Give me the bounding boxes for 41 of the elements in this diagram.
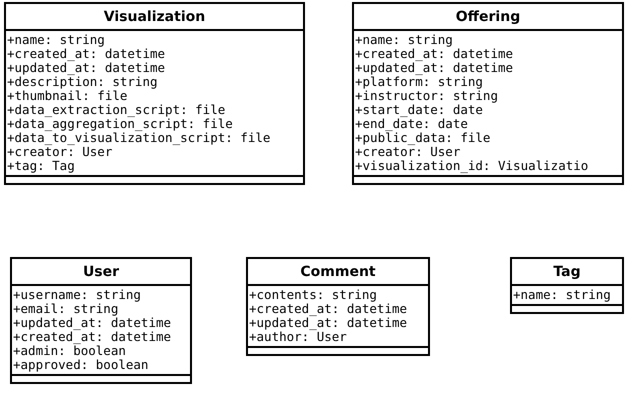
attribute: +created_at: datetime <box>7 47 166 61</box>
attribute: +updated_at: datetime <box>7 61 166 75</box>
attribute: +tag: Tag <box>7 159 75 173</box>
attribute: +creator: User <box>7 145 112 159</box>
attribute: +name: string <box>355 33 453 47</box>
class-box <box>352 2 624 185</box>
attribute: +email: string <box>13 302 118 316</box>
attribute: +end_date: date <box>355 117 468 131</box>
class-box <box>10 257 192 384</box>
class-box <box>246 257 430 356</box>
class-name: Comment <box>300 262 376 280</box>
attribute: +updated_at: datetime <box>249 316 408 330</box>
attribute: +public_data: file <box>355 131 490 145</box>
attribute: +data_aggregation_script: file <box>7 117 233 131</box>
attribute: +approved: boolean <box>13 358 148 372</box>
attribute: +name: string <box>513 288 611 302</box>
attribute: +creator: User <box>355 145 460 159</box>
attribute: +admin: boolean <box>13 344 126 358</box>
attribute: +description: string <box>7 75 158 89</box>
class-name: User <box>82 262 120 280</box>
class-name: Tag <box>553 262 581 280</box>
class-name: Visualization <box>104 8 206 26</box>
attribute: +contents: string <box>249 288 377 302</box>
attribute: +created_at: datetime <box>13 330 172 344</box>
attribute: +visualization_id: Visualizatio <box>355 159 588 173</box>
attribute: +start_date: date <box>355 103 483 117</box>
attribute: +author: User <box>249 330 347 344</box>
attribute: +data_extraction_script: file <box>7 103 226 117</box>
attribute: +thumbnail: file <box>7 89 128 103</box>
class-box <box>4 2 305 185</box>
attribute: +created_at: datetime <box>249 302 408 316</box>
attribute: +platform: string <box>355 75 483 89</box>
attribute: +name: string <box>7 33 105 47</box>
attribute: +created_at: datetime <box>355 47 514 61</box>
attribute: +data_to_visualization_script: file <box>7 131 270 145</box>
attribute: +updated_at: datetime <box>355 61 514 75</box>
attribute: +username: string <box>13 288 141 302</box>
class-name: Offering <box>456 8 520 26</box>
attribute: +instructor: string <box>355 89 498 103</box>
class-box <box>510 257 624 314</box>
attribute: +updated_at: datetime <box>13 316 172 330</box>
